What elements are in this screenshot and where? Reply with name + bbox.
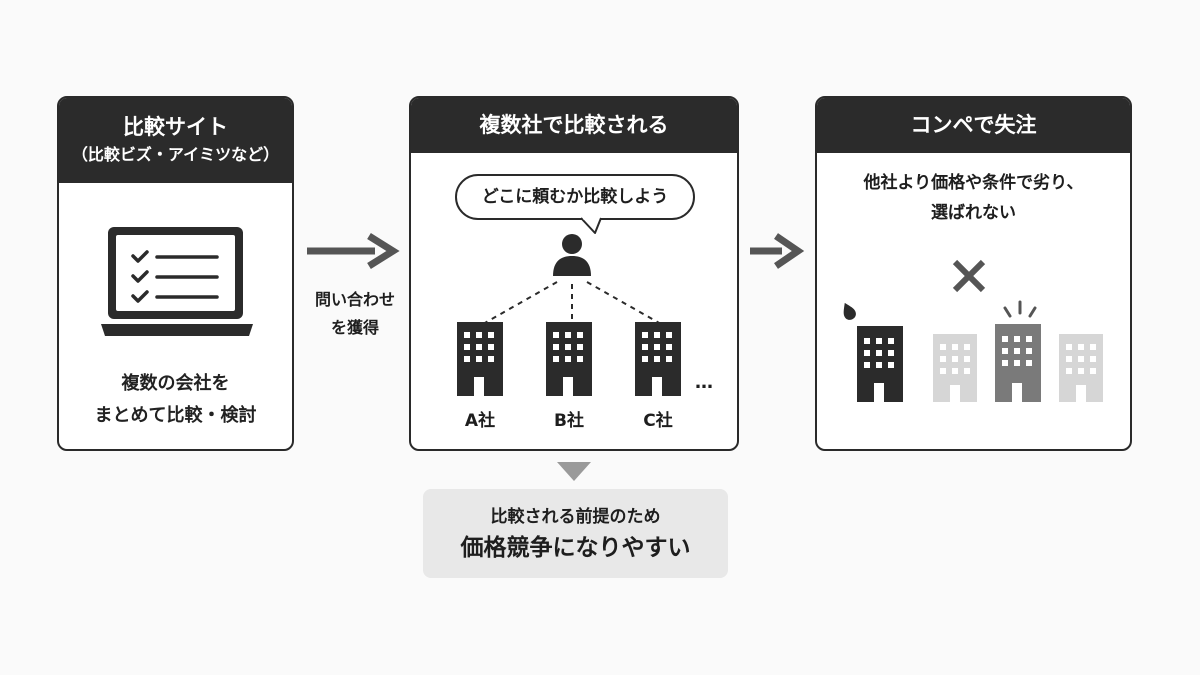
more-companies-ellipsis: … xyxy=(695,372,714,393)
company-a-building-icon xyxy=(457,322,503,396)
step-comparison-site-header: 比較サイト （比較ビズ・アイミツなど） xyxy=(59,98,292,183)
step-lost-competition-header: コンペで失注 xyxy=(817,98,1130,153)
connector-lines xyxy=(482,281,662,325)
company-b-label: B社 xyxy=(554,411,584,431)
other-company-building-icon-2 xyxy=(1059,334,1103,402)
arrow-inquiry-label: 問い合わせ を獲得 xyxy=(303,286,407,342)
cross-mark-icon xyxy=(952,259,986,293)
winning-company-building-icon xyxy=(995,324,1041,402)
step-lost-competition-body-line1: 他社より価格や条件で劣り、 xyxy=(863,173,1084,193)
company-b-building-icon xyxy=(546,322,592,396)
step-comparison-site-body-line2: まとめて比較・検討 xyxy=(94,405,257,426)
step-multiple-comparison-header: 複数社で比較される xyxy=(411,98,737,153)
step-comparison-site-subtitle: （比較ビズ・アイミツなど） xyxy=(71,145,280,164)
step-comparison-site-panel: 比較サイト （比較ビズ・アイミツなど） 複数の会社を まとめて比較・検討 xyxy=(57,96,294,451)
laptop-checklist-icon xyxy=(101,227,253,336)
company-c-label: C社 xyxy=(643,411,673,431)
sweat-drop-icon xyxy=(843,302,856,320)
speech-bubble-tail-icon xyxy=(580,216,602,234)
company-c-building-icon xyxy=(635,322,681,396)
speech-bubble: どこに頼むか比較しよう xyxy=(455,174,695,220)
step-lost-competition-panel: コンペで失注 他社より価格や条件で劣り、 選ばれない xyxy=(815,96,1132,451)
down-triangle-icon xyxy=(557,462,591,481)
callout-subtext: 比較される前提のため xyxy=(490,507,661,527)
step-lost-competition-body-line2: 選ばれない xyxy=(931,203,1016,223)
step-multiple-comparison-panel: 複数社で比較される どこに頼むか比較しよう xyxy=(409,96,739,451)
losing-company-building-icon xyxy=(857,326,903,402)
highlight-rays-icon xyxy=(1003,300,1037,318)
arrow-inquiry-label-line1: 問い合わせ xyxy=(314,290,395,309)
price-competition-callout: 比較される前提のため 価格競争になりやすい xyxy=(423,489,728,578)
step-comparison-site-body-line1: 複数の会社を xyxy=(121,373,230,394)
company-a-label: A社 xyxy=(464,411,496,431)
arrow-right-icon-2 xyxy=(750,233,805,269)
callout-main-text: 価格競争になりやすい xyxy=(460,535,691,561)
arrow-inquiry-label-line2: を獲得 xyxy=(330,318,379,337)
step-comparison-site-title: 比較サイト xyxy=(123,115,228,139)
person-icon xyxy=(553,234,591,276)
other-company-building-icon-1 xyxy=(933,334,977,402)
arrow-right-icon xyxy=(307,233,400,269)
